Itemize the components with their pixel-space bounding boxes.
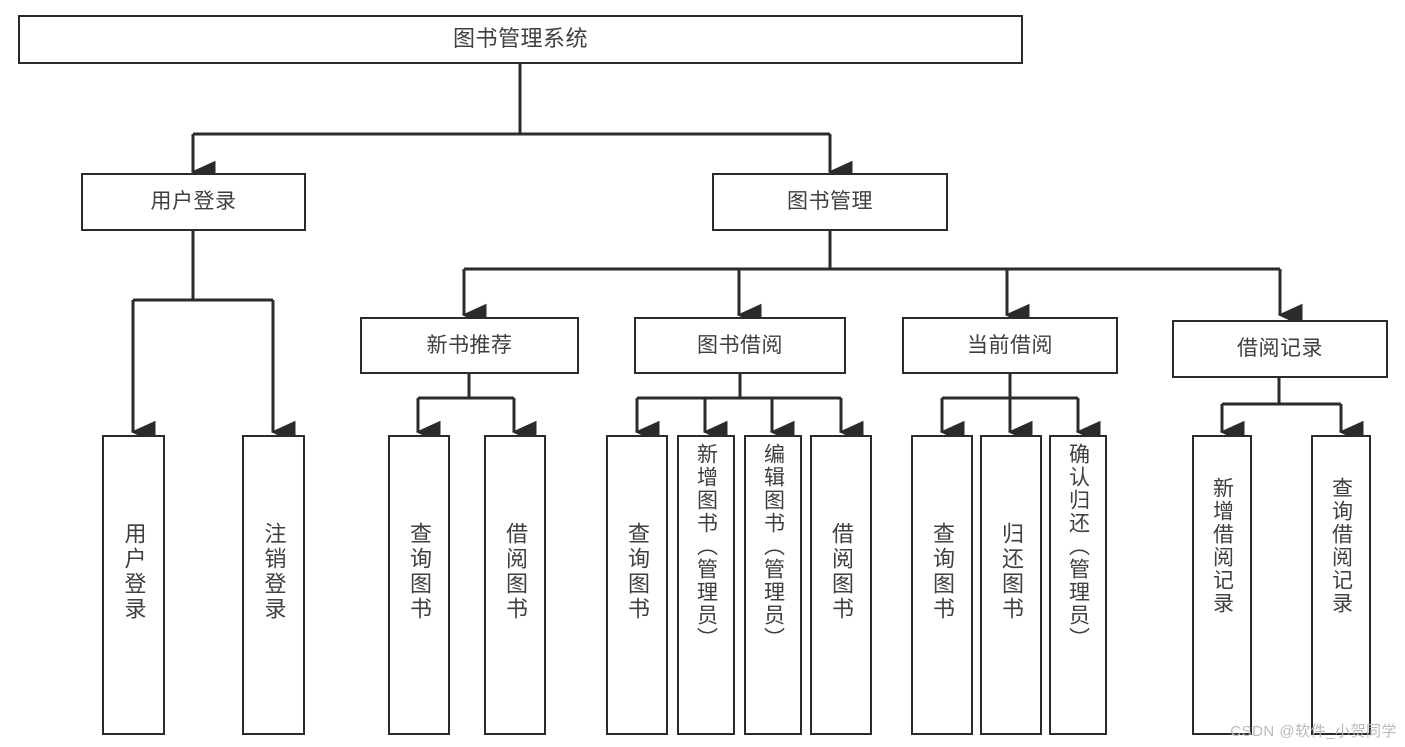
- node-leaf-confirm-return[interactable]: 确认归还（管理员）: [1049, 435, 1107, 735]
- node-leaf-add-book[interactable]: 新增图书（管理员）: [677, 435, 735, 735]
- node-user-login[interactable]: 用户登录: [81, 173, 306, 231]
- node-leaf-return-book-label: 归还图书: [999, 522, 1024, 622]
- node-leaf-borrow-book-1-label: 借阅图书: [503, 522, 528, 622]
- node-leaf-confirm-return-label: 确认归还（管理员）: [1066, 443, 1090, 650]
- node-leaf-user-logout[interactable]: 注销登录: [242, 435, 305, 735]
- node-book-manage-label: 图书管理: [787, 190, 873, 214]
- node-book-borrow[interactable]: 图书借阅: [634, 317, 846, 374]
- node-leaf-query-record-label: 查询借阅记录: [1329, 477, 1353, 615]
- node-leaf-query-book-2-label: 查询图书: [625, 522, 650, 622]
- node-leaf-add-record-label: 新增借阅记录: [1210, 477, 1234, 615]
- node-book-borrow-label: 图书借阅: [697, 333, 783, 357]
- node-leaf-edit-book[interactable]: 编辑图书（管理员）: [744, 435, 802, 735]
- node-current-borrow[interactable]: 当前借阅: [902, 317, 1118, 374]
- node-user-login-label: 用户登录: [150, 190, 237, 214]
- node-leaf-query-book-3[interactable]: 查询图书: [911, 435, 973, 735]
- node-leaf-borrow-book-1[interactable]: 借阅图书: [484, 435, 546, 735]
- node-leaf-user-login[interactable]: 用户登录: [102, 435, 165, 735]
- node-leaf-return-book[interactable]: 归还图书: [980, 435, 1042, 735]
- node-book-manage[interactable]: 图书管理: [712, 173, 948, 231]
- node-leaf-borrow-book-2-label: 借阅图书: [829, 522, 854, 622]
- node-leaf-borrow-book-2[interactable]: 借阅图书: [810, 435, 872, 735]
- node-leaf-query-book-1-label: 查询图书: [407, 522, 432, 622]
- node-new-book-recommend-label: 新书推荐: [426, 333, 513, 357]
- csdn-watermark: CSDN @软件_小贺同学: [1230, 723, 1397, 740]
- node-root-label: 图书管理系统: [452, 26, 588, 52]
- node-root[interactable]: 图书管理系统: [18, 15, 1023, 64]
- node-leaf-add-book-label: 新增图书（管理员）: [694, 443, 718, 650]
- node-borrow-record[interactable]: 借阅记录: [1172, 320, 1388, 378]
- node-new-book-recommend[interactable]: 新书推荐: [360, 317, 579, 374]
- node-current-borrow-label: 当前借阅: [967, 333, 1053, 357]
- node-leaf-user-logout-label: 注销登录: [261, 522, 287, 622]
- node-leaf-query-record[interactable]: 查询借阅记录: [1311, 435, 1371, 735]
- node-borrow-record-label: 借阅记录: [1237, 337, 1323, 361]
- node-leaf-edit-book-label: 编辑图书（管理员）: [761, 443, 785, 650]
- node-leaf-query-book-1[interactable]: 查询图书: [388, 435, 450, 735]
- node-leaf-user-login-label: 用户登录: [121, 522, 147, 622]
- node-leaf-query-book-3-label: 查询图书: [930, 522, 955, 622]
- node-leaf-query-book-2[interactable]: 查询图书: [606, 435, 668, 735]
- node-leaf-add-record[interactable]: 新增借阅记录: [1192, 435, 1252, 735]
